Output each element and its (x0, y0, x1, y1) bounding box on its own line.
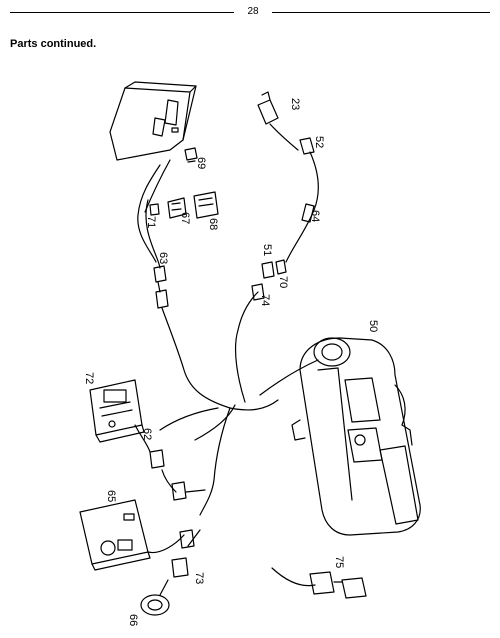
connector-block-67 (167, 197, 187, 219)
callout-62: 62 (141, 428, 153, 440)
callout-72: 72 (83, 372, 95, 384)
dosing-pump-cable (257, 91, 319, 263)
section-heading: Parts continued. (10, 38, 97, 50)
callout-70: 70 (277, 276, 289, 288)
wiring-harness-main (159, 291, 319, 516)
heater-unit-50 (291, 337, 421, 536)
timer-unit-65 (79, 499, 185, 571)
connector-set-75 (271, 567, 367, 599)
connector-71 (149, 203, 160, 216)
callout-66: 66 (127, 614, 139, 626)
page-header: 28 (10, 4, 490, 20)
callout-64: 64 (309, 210, 321, 222)
connector-74 (251, 283, 265, 301)
sensor-66 (140, 579, 170, 616)
connector-69 (184, 147, 198, 163)
callout-23: 23 (289, 98, 301, 110)
callout-74: 74 (259, 294, 271, 306)
callout-51: 51 (261, 244, 273, 256)
connector-block-68 (193, 191, 219, 219)
callout-65: 65 (105, 490, 117, 502)
callout-68: 68 (207, 218, 219, 230)
connector-62 (149, 449, 206, 501)
plug-63 (153, 265, 169, 309)
header-rule-right (272, 12, 490, 13)
callout-69: 69 (195, 157, 207, 169)
callout-67: 67 (179, 212, 191, 224)
callout-52: 52 (313, 136, 325, 148)
operating-panel-72 (89, 379, 151, 453)
page-number: 28 (247, 6, 259, 17)
control-unit-box (109, 81, 197, 161)
cable-loom-upper (137, 159, 171, 269)
parts-diagram: 23 52 64 51 70 74 50 69 67 68 71 63 72 6… (0, 60, 500, 638)
callout-71: 71 (145, 216, 157, 228)
callout-73: 73 (193, 572, 205, 584)
connector-pair-51-70 (261, 259, 287, 279)
callout-75: 75 (333, 556, 345, 568)
header-rule-left (10, 12, 234, 13)
callout-63: 63 (157, 252, 169, 264)
connector-73 (171, 529, 201, 578)
callout-50: 50 (367, 320, 379, 332)
